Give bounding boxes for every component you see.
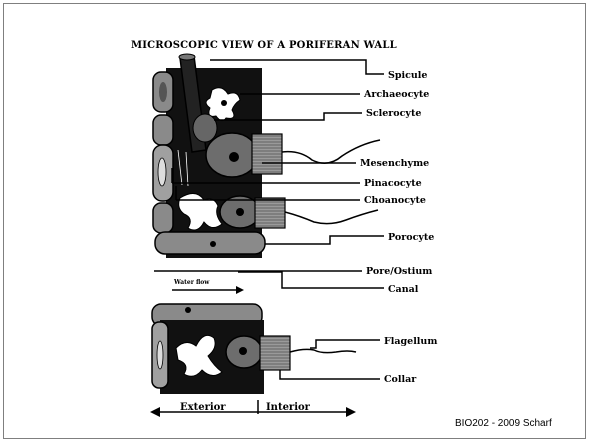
label-pore-ostium: Pore/Ostium <box>366 266 432 277</box>
right-arrow-icon <box>346 407 356 417</box>
label-leaders-lower <box>279 339 380 380</box>
label-exterior: Exterior <box>180 402 226 413</box>
exterior-interior-axis: Exterior Interior <box>150 400 356 417</box>
label-mesenchyme: Mesenchyme <box>360 158 429 169</box>
water-flow-indicator: Water flow <box>172 279 244 294</box>
label-water-flow: Water flow <box>173 279 210 286</box>
lower-wall-section <box>151 303 357 394</box>
label-choanocyte: Choanocyte <box>364 195 426 206</box>
label-leaders-upper <box>154 59 384 289</box>
upper-wall-section <box>152 53 381 258</box>
footer-credit: BIO202 - 2009 Scharf <box>455 418 552 429</box>
label-interior: Interior <box>266 402 311 413</box>
label-flagellum: Flagellum <box>384 336 437 347</box>
label-pinacocyte: Pinacocyte <box>364 178 422 189</box>
amoebocyte-lower <box>175 334 223 377</box>
label-canal: Canal <box>388 284 419 295</box>
porocyte-cell <box>154 231 266 255</box>
label-porocyte: Porocyte <box>388 232 434 243</box>
slide-title: MICROSCOPIC VIEW OF A PORIFERAN WALL <box>131 40 397 51</box>
sclerocyte-cell <box>192 113 218 143</box>
slide-frame <box>3 3 586 439</box>
flagellum-line <box>289 348 357 354</box>
left-arrow-icon <box>150 407 160 417</box>
pinacocyte-cells <box>152 71 174 234</box>
water-flow-arrow-icon <box>236 286 244 294</box>
label-collar: Collar <box>384 374 417 385</box>
label-archaeocyte: Archaeocyte <box>363 89 429 100</box>
choanocyte-lower <box>178 193 379 231</box>
choanocyte-upper <box>205 132 381 178</box>
label-spicule: Spicule <box>388 70 427 81</box>
label-sclerocyte: Sclerocyte <box>366 108 421 119</box>
